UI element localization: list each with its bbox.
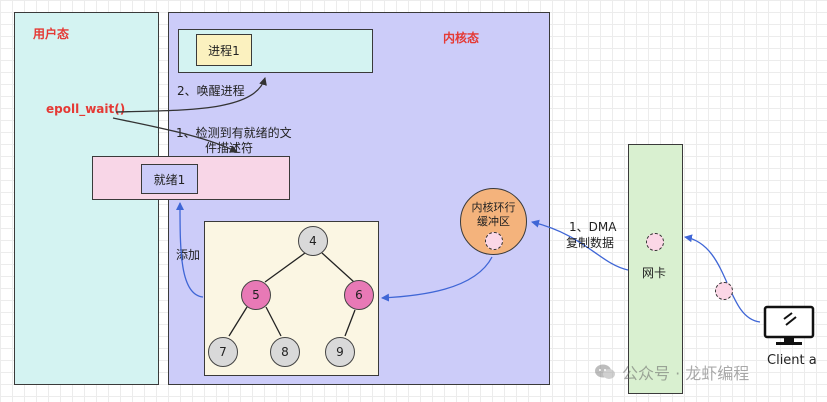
kernel-space-title: 内核态 [443, 31, 480, 45]
tree-edge-6-9 [344, 309, 356, 337]
tree-node-9: 9 [325, 337, 355, 367]
arrow-epoll-to-ready [112, 117, 238, 153]
epoll-wait-call: epoll_wait() [46, 102, 126, 116]
watermark-text: 公众号 · 龙虾编程 [622, 364, 750, 383]
arrow-buffer-to-tree [381, 256, 493, 302]
tree-edge-5-7 [228, 306, 248, 337]
tree-edge-4-5 [264, 252, 306, 283]
network-card [628, 144, 683, 394]
ring-buffer-label-line1: 内核环行 [471, 201, 516, 214]
arrow-nic-to-buffer [531, 219, 629, 271]
process-1-label: 进程1 [208, 43, 240, 58]
buffer-packet [485, 232, 503, 250]
watermark: 公众号 · 龙虾编程 [594, 360, 749, 384]
tree-node-7: 7 [208, 337, 238, 367]
kernel-ring-buffer: 内核环行 缓冲区 [460, 188, 527, 255]
detect-ready-label-line1: 1、检测到有就绪的文 [176, 126, 292, 140]
process-1-box: 进程1 [196, 34, 252, 66]
tree-edge-4-6 [321, 252, 355, 283]
tree-node-4: 4 [298, 226, 328, 256]
arrow-client-to-nic [684, 234, 761, 323]
ready-item-1: 就绪1 [141, 164, 198, 194]
user-space-title: 用户态 [33, 27, 70, 41]
dma-label-line2: 复制数据 [566, 236, 615, 250]
monitor-icon [763, 305, 815, 345]
wake-process-label: 2、唤醒进程 [177, 84, 245, 98]
ring-buffer-label-line2: 缓冲区 [477, 215, 510, 228]
tree-node-8: 8 [270, 337, 300, 367]
network-card-label: 网卡 [642, 266, 667, 280]
dma-label-line1: 1、DMA [569, 220, 617, 234]
nic-packet [646, 233, 664, 251]
arrow-add-to-ready [176, 202, 204, 298]
tree-node-5: 5 [241, 280, 271, 310]
ready-item-1-label: 就绪1 [153, 172, 186, 187]
tree-edge-5-8 [265, 306, 282, 337]
in-flight-packet [715, 282, 733, 300]
wechat-icon [595, 364, 615, 379]
arrow-wake-process [115, 77, 267, 113]
tree-node-6: 6 [344, 280, 374, 310]
client-label: Client a [767, 353, 817, 368]
